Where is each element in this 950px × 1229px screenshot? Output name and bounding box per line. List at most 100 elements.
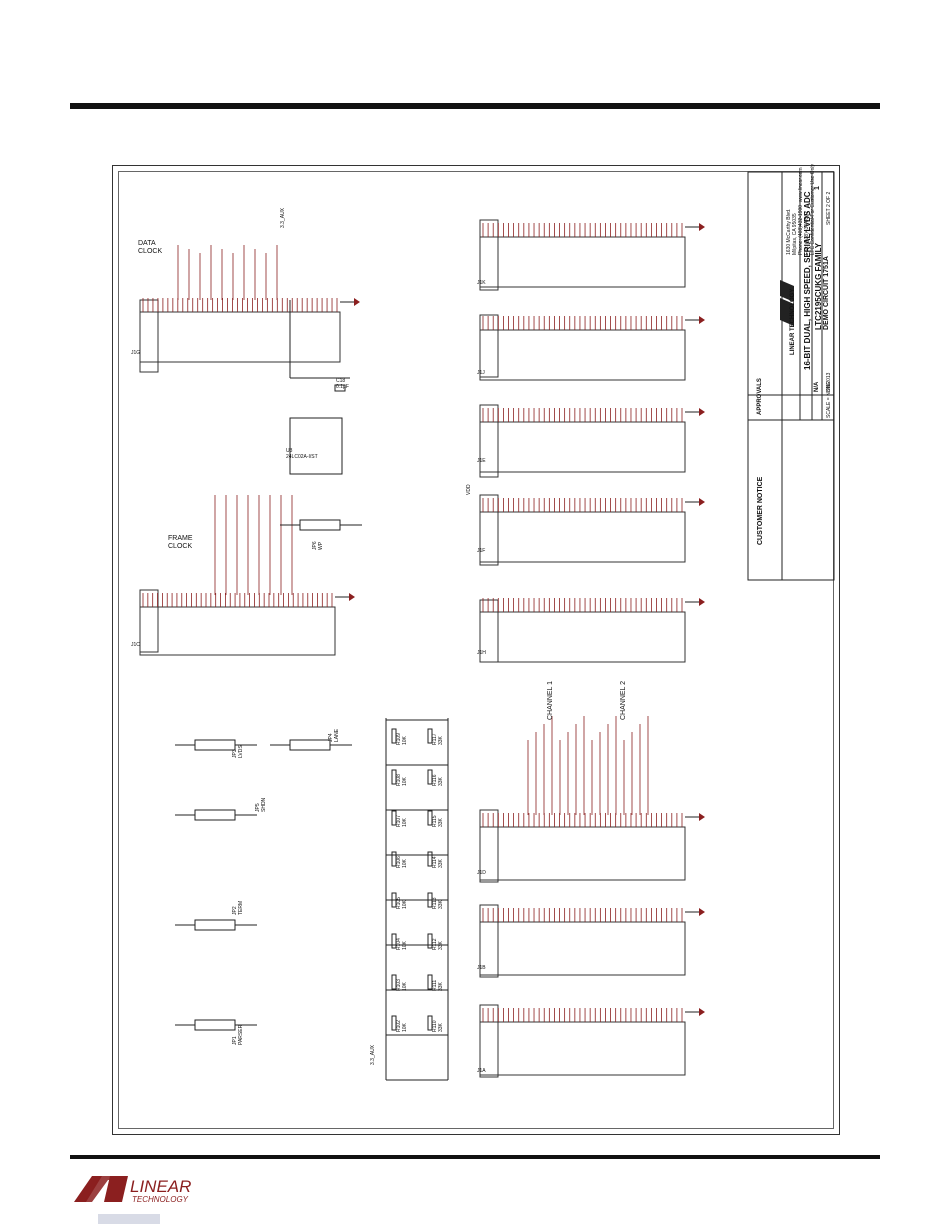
connector-j1j-label: J1J <box>477 370 485 376</box>
revision-value: 1 <box>814 186 821 190</box>
resistor-top-label: R110 33K <box>432 1020 444 1032</box>
ground-arrow <box>699 498 705 506</box>
scale-value: SCALE = NONE <box>826 381 832 418</box>
jumper-body <box>194 809 236 821</box>
ground-arrow <box>699 316 705 324</box>
rail-vdd-label: VDD <box>466 484 472 495</box>
jumper-body <box>299 519 341 531</box>
resistor-bottom-label: R103 10K <box>396 979 408 991</box>
connector-outline <box>479 826 686 881</box>
connector-outline <box>479 921 686 976</box>
capacitor-symbol <box>334 384 346 392</box>
title-block <box>747 171 835 581</box>
schematic-inner-border <box>118 171 834 1129</box>
title-line-2: LTC2195CUKG FAMILY <box>814 242 823 330</box>
ground-arrow <box>699 813 705 821</box>
resistor-bottom-label: R107 10K <box>396 815 408 827</box>
connector-outline <box>479 236 686 288</box>
resistor-bottom-row <box>391 851 397 867</box>
footer-logo-text: LINEAR <box>130 1177 191 1196</box>
resistor-bottom-row <box>391 933 397 949</box>
jumper-jp5-label: JP5 SHDN <box>255 797 267 812</box>
resistor-top-row <box>427 810 433 826</box>
connector-j1d-label: J1D <box>477 870 486 876</box>
rail-aux-top-label: 3.3_AUX <box>280 207 286 228</box>
approvals-label: APPROVALS <box>757 378 763 415</box>
eeprom-body <box>289 417 343 475</box>
data-clock-label: DATA CLOCK <box>138 240 163 255</box>
title-line-1: 16-BIT DUAL, HIGH SPEED, SERIAL LVDS ADC <box>803 191 812 370</box>
connector-j1b-label: J1B <box>477 965 486 971</box>
ground-arrow <box>699 598 705 606</box>
resistor-top-label: R111 33K <box>432 979 444 991</box>
ground-arrow <box>699 1008 705 1016</box>
resistor-top-row <box>427 851 433 867</box>
rail-aux-label: 3.3_AUX <box>370 1044 376 1065</box>
frame-clock-label: FRAME CLOCK <box>168 535 193 550</box>
connector-j1h-label: J1H <box>477 650 486 656</box>
eeprom-label: U3 24LC02A-I/ST <box>286 448 318 460</box>
connector-outline <box>139 311 341 363</box>
connector-outline <box>479 1021 686 1076</box>
connector-outline <box>479 511 686 563</box>
connector-outline <box>479 611 686 663</box>
connector-j1g-label: J1G <box>131 350 141 356</box>
jumper-jp2-label: JP2 TERM <box>232 900 244 915</box>
channel-1-label: CHANNEL 1 <box>547 680 554 720</box>
linear-logo-small <box>780 280 794 326</box>
resistor-top-row <box>427 974 433 990</box>
footer-logo-sub: TECHNOLOGY <box>132 1195 189 1204</box>
schematic-sheet-border <box>112 165 840 1135</box>
connector-j1a-label: J1A <box>477 1068 486 1074</box>
customer-notice-title: CUSTOMER NOTICE <box>757 476 764 545</box>
resistor-top-label: R116 33K <box>432 774 444 786</box>
ground-arrow <box>699 908 705 916</box>
resistor-top-label: R113 33K <box>432 897 444 909</box>
resistor-bottom-row <box>391 769 397 785</box>
resistor-bottom-row <box>391 1015 397 1031</box>
resistor-bottom-row <box>391 728 397 744</box>
connector-j1e-label: J1E <box>477 458 486 464</box>
resistor-top-row <box>427 769 433 785</box>
resistor-top-label: R115 33K <box>432 815 444 827</box>
ground-arrow <box>349 593 355 601</box>
resistor-top-label: R117 33K <box>432 733 444 745</box>
jumper-body <box>194 1019 236 1031</box>
sheet-number: SHEET 2 OF 2 <box>826 191 832 225</box>
linear-technology-logo: LINEAR TECHNOLOGY <box>74 1176 191 1204</box>
resistor-bottom-label: R104 10K <box>396 938 408 950</box>
resistor-bottom-row <box>391 974 397 990</box>
channel-2-label: CHANNEL 2 <box>620 680 627 720</box>
connector-outline <box>479 421 686 473</box>
resistor-bottom-label: R106 10K <box>396 856 408 868</box>
resistor-top-row <box>427 728 433 744</box>
company-name: LINEAR TECHNOLOGY <box>790 288 796 355</box>
size-value: N/A <box>814 381 820 392</box>
resistor-bottom-label: R109 10K <box>396 733 408 745</box>
jumper-jp1-label: JP1 PARSER <box>232 1024 244 1045</box>
footer-page-link[interactable] <box>98 1214 160 1224</box>
resistor-top-label: R114 33K <box>432 856 444 868</box>
resistor-bottom-row <box>391 810 397 826</box>
jumper-body <box>289 739 331 751</box>
resistor-bottom-label: R105 10K <box>396 897 408 909</box>
resistor-top-row <box>427 933 433 949</box>
ground-arrow <box>699 223 705 231</box>
connector-outline <box>479 329 686 381</box>
resistor-top-label: R112 33K <box>432 938 444 950</box>
connector-j1k-label: J1K <box>477 280 486 286</box>
jumper-jp6-label: JP6 WP <box>312 541 324 550</box>
capacitor-label: C18 0.1µF <box>336 378 349 390</box>
ground-arrow <box>699 408 705 416</box>
connector-j1c-label: J1C <box>131 642 140 648</box>
connector-outline <box>139 606 336 656</box>
jumper-body <box>194 919 236 931</box>
jumper-body <box>194 739 236 751</box>
bottom-rule <box>70 1155 880 1159</box>
resistor-top-row <box>427 1015 433 1031</box>
resistor-bottom-label: R108 10K <box>396 774 408 786</box>
jumper-jp3-label: JP3 LVDS <box>232 745 244 758</box>
ground-arrow <box>354 298 360 306</box>
resistor-bottom-label: R102 10K <box>396 1020 408 1032</box>
